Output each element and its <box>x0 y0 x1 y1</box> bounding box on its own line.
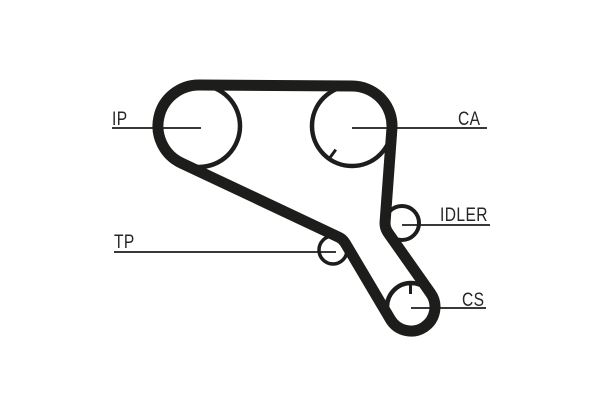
timing-mark-ca <box>327 148 338 161</box>
label-ip: IP <box>112 108 128 130</box>
label-tp: TP <box>114 231 135 253</box>
label-idler: IDLER <box>440 204 488 226</box>
label-ca: CA <box>458 108 480 130</box>
belt-path <box>152 79 441 337</box>
label-cs: CS <box>462 289 484 311</box>
